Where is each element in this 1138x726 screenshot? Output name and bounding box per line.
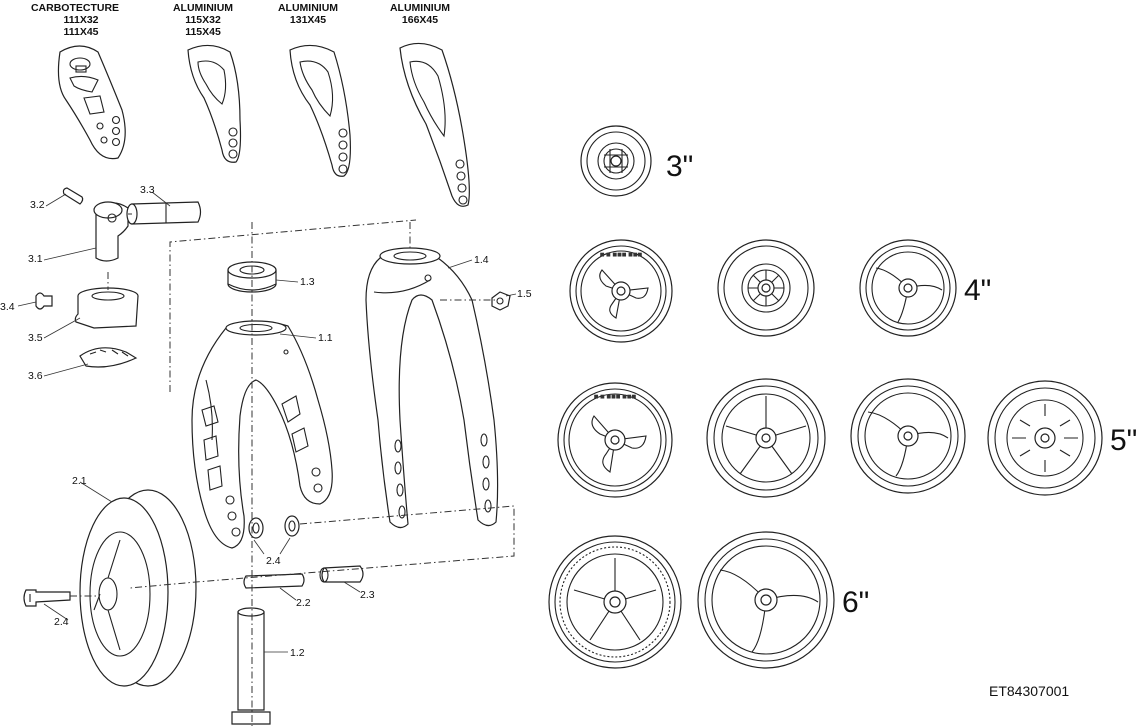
wheel-5in-a-icon: ■ ■ ■■■ ■■■ xyxy=(557,382,673,498)
svg-text:115X32: 115X32 xyxy=(185,14,221,26)
label-2-3: 2.3 xyxy=(360,589,375,601)
part-labels: 3.2 3.3 3.1 3.4 3.5 3.6 1.3 1.1 1.4 1.5 … xyxy=(0,184,532,659)
fork-aluminium-166-icon xyxy=(399,42,470,207)
svg-text:131X45: 131X45 xyxy=(290,14,326,26)
svg-text:ALUMINIUM: ALUMINIUM xyxy=(173,2,233,14)
fork-aluminium-115-icon xyxy=(187,44,242,163)
svg-text:115X45: 115X45 xyxy=(185,26,221,38)
caption-aluminium-115: ALUMINIUM 115X32 115X45 xyxy=(173,2,233,38)
label-2-2: 2.2 xyxy=(296,597,311,609)
svg-text:■ ■ ■■■ ■■■: ■ ■ ■■■ ■■■ xyxy=(594,394,637,400)
caption-aluminium-131: ALUMINIUM 131X45 xyxy=(278,2,338,26)
wheel-5in-b-icon xyxy=(706,378,826,498)
wheel-3in-icon xyxy=(580,125,652,197)
stem-bolt-icon xyxy=(231,607,271,725)
label-1-2: 1.2 xyxy=(290,647,305,659)
label-3-6: 3.6 xyxy=(28,370,43,382)
wheel-6in-a-icon xyxy=(548,535,682,669)
assembly-guide-lines xyxy=(70,213,515,726)
label-2-4-a: 2.4 xyxy=(266,555,281,567)
svg-text:111X45: 111X45 xyxy=(63,26,98,38)
label-3-1: 3.1 xyxy=(28,253,43,265)
wheel-5in-d-icon xyxy=(987,380,1103,496)
wheel-6in-b-icon xyxy=(697,531,835,669)
fork-aluminium-131-icon xyxy=(289,44,351,177)
svg-text:111X32: 111X32 xyxy=(63,14,98,26)
caption-carbotecture: CARBOTECTURE 111X32 111X45 xyxy=(31,2,119,38)
size-5in-label: 5" xyxy=(1110,424,1137,457)
label-3-2: 3.2 xyxy=(30,199,45,211)
wheel-bolt-icon xyxy=(23,589,71,607)
label-1-5: 1.5 xyxy=(517,288,532,300)
drawing-reference: ET84307001 xyxy=(989,683,1069,699)
label-2-4-b: 2.4 xyxy=(54,616,69,628)
label-3-3: 3.3 xyxy=(140,184,155,196)
clamp-ring-icon xyxy=(74,287,139,329)
label-3-4: 3.4 xyxy=(0,301,15,313)
size-4in-label: 4" xyxy=(964,274,991,307)
serrated-washer-icon xyxy=(79,347,138,368)
size-3in-label: 3" xyxy=(666,150,693,183)
axle-icon xyxy=(243,573,305,589)
svg-text:■ ■ ■■■ ■■■: ■ ■ ■■■ ■■■ xyxy=(600,252,643,258)
svg-text:CARBOTECTURE: CARBOTECTURE xyxy=(31,2,119,14)
pin-icon xyxy=(62,187,84,205)
size-6in-label: 6" xyxy=(842,586,869,619)
wheel-5in-c-icon xyxy=(850,378,966,494)
svg-text:166X45: 166X45 xyxy=(402,14,438,26)
label-1-1: 1.1 xyxy=(318,332,333,344)
svg-text:ALUMINIUM: ALUMINIUM xyxy=(390,2,450,14)
fork-carbotecture-main xyxy=(191,320,333,549)
label-1-4: 1.4 xyxy=(474,254,489,266)
wheel-4in-a-icon: ■ ■ ■■■ ■■■ xyxy=(569,239,673,343)
spacer-icon xyxy=(248,515,300,539)
cylinder-head-icon xyxy=(93,201,129,262)
fork-carbotecture-icon xyxy=(57,45,126,160)
screw-icon xyxy=(35,292,53,310)
fork-aluminium-main xyxy=(365,247,499,529)
wheel-4in-b-icon xyxy=(717,239,815,337)
caption-aluminium-166: ALUMINIUM 166X45 xyxy=(390,2,450,26)
label-2-1: 2.1 xyxy=(72,475,87,487)
label-3-5: 3.5 xyxy=(28,332,43,344)
nut-icon xyxy=(491,291,511,311)
bushing-icon xyxy=(319,565,364,583)
caster-wheel-icon xyxy=(79,489,197,687)
axle-tube-icon xyxy=(126,201,202,225)
leader-lines xyxy=(17,191,517,653)
wheel-4in-c-icon xyxy=(859,239,957,337)
svg-text:ALUMINIUM: ALUMINIUM xyxy=(278,2,338,14)
label-1-3: 1.3 xyxy=(300,276,315,288)
